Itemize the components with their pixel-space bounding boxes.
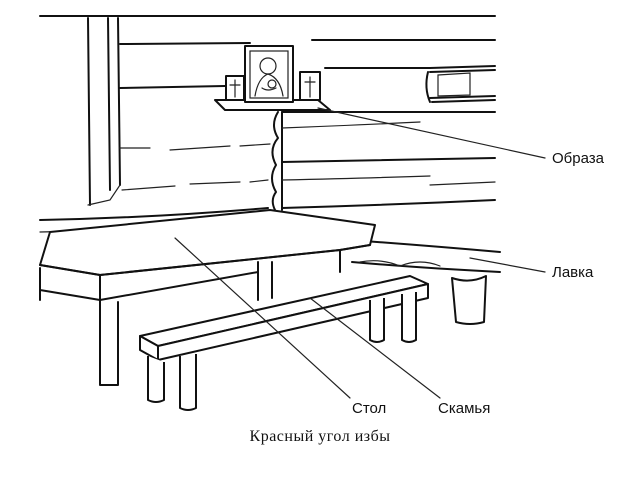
right-window bbox=[425, 65, 496, 103]
label-icons: Образа bbox=[552, 150, 604, 167]
log-wall-right bbox=[281, 39, 496, 209]
label-movable-bench: Скамья bbox=[438, 400, 491, 417]
movable-bench bbox=[139, 275, 429, 411]
label-table: Стол bbox=[352, 400, 387, 417]
central-icon bbox=[244, 45, 294, 103]
right-side-icon bbox=[299, 71, 321, 101]
room-corner bbox=[271, 111, 283, 211]
log-wall-left bbox=[39, 42, 271, 233]
table bbox=[39, 209, 376, 386]
figure-caption: Красный угол избы bbox=[249, 428, 391, 445]
leader-lines bbox=[174, 107, 546, 399]
label-wall-bench: Лавка bbox=[552, 264, 594, 281]
left-side-icon bbox=[225, 75, 245, 101]
window-post bbox=[87, 17, 121, 206]
